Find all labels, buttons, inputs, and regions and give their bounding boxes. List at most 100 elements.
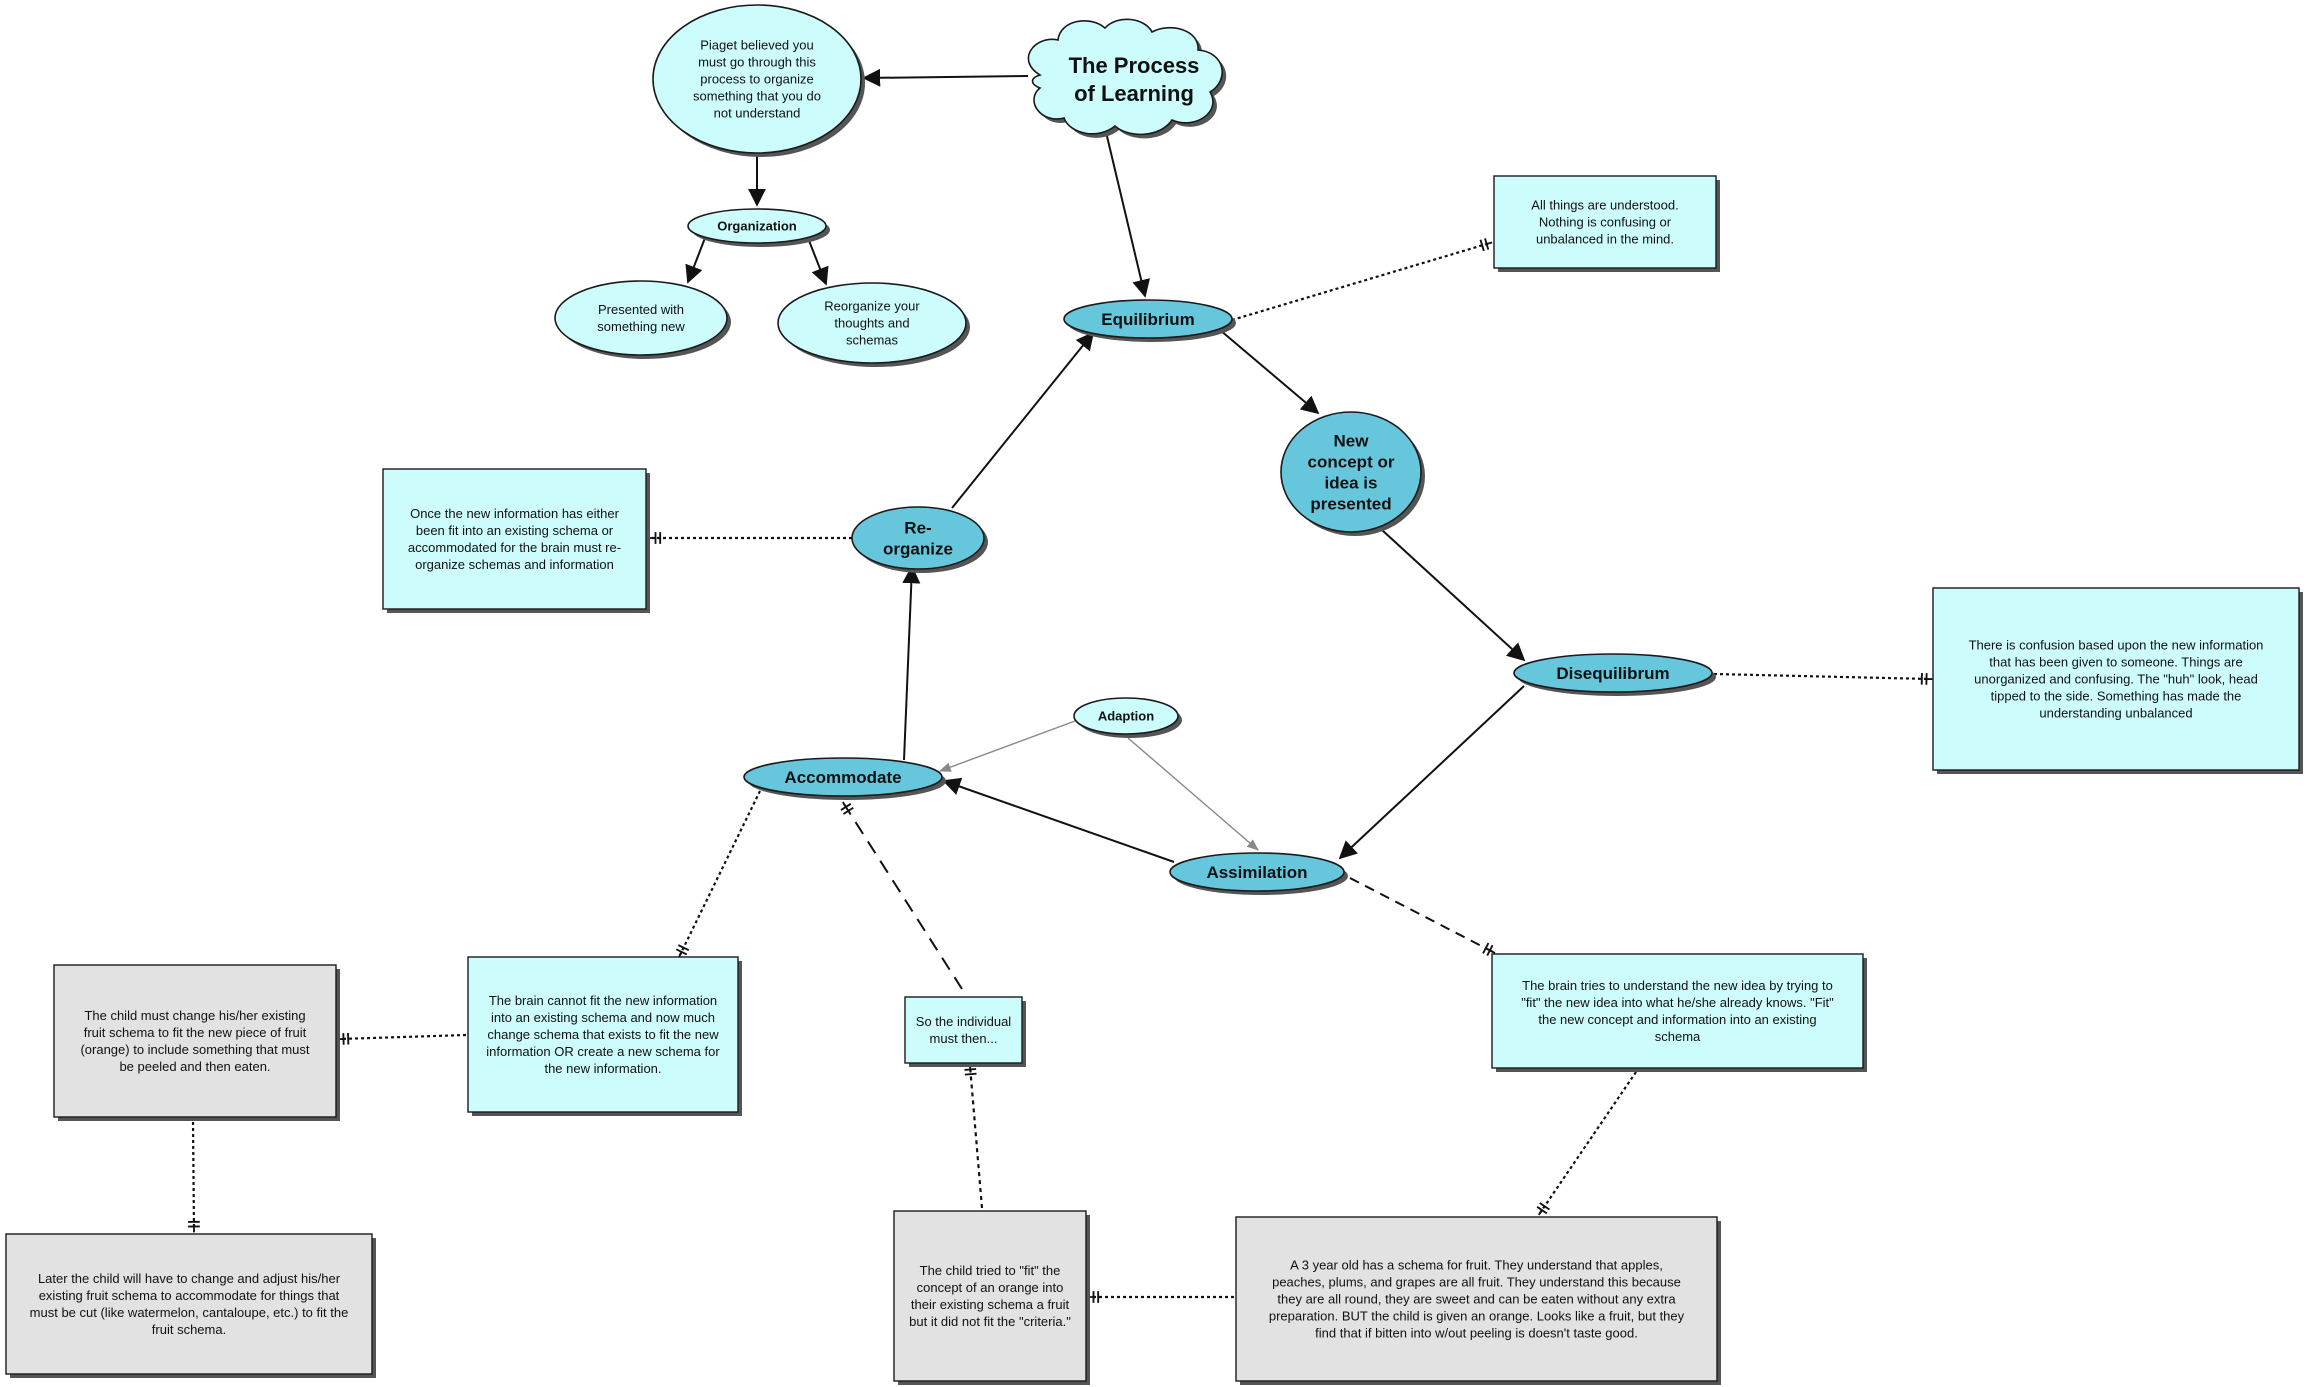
edge-child-must-change-to-later-child [188, 1121, 200, 1233]
edge-equilibrium-to-new-concept [1219, 329, 1320, 415]
all-understood-box-line-1: All things are understood. [1531, 198, 1678, 213]
edge-disequilibrium-to-assimilation [1338, 685, 1525, 860]
piaget-ellipse-line-3: process to organize [700, 72, 813, 87]
brain-cannot-fit-box-line-2: into an existing schema and now much [491, 1010, 715, 1025]
edge-assimilation-to-accommodate [942, 777, 1175, 863]
confusion-box: There is confusion based upon the new in… [1932, 587, 2303, 774]
confusion-box-line-1: There is confusion based upon the new in… [1969, 638, 2264, 653]
three-year-old-box-line-1: A 3 year old has a schema for fruit. The… [1290, 1258, 1663, 1273]
edge-child-tried-to-individual-must [964, 1063, 984, 1209]
edge-reorganize-to-equilibrium [951, 331, 1095, 509]
piaget-ellipse-line-2: must go through this [698, 55, 816, 70]
once-new-info-box-line-3: accommodated for the brain must re- [408, 540, 621, 555]
title-line-2: of Learning [1074, 81, 1194, 106]
piaget-ellipse-line-4: something that you do [693, 89, 821, 104]
adaption-ellipse-line-1: Adaption [1098, 709, 1154, 724]
reorganize-thoughts-ellipse-line-2: thoughts and [834, 316, 909, 331]
once-new-info-box-shape [382, 468, 647, 610]
individual-must-box-shape [904, 996, 1023, 1064]
edge-title-to-equilibrium [1105, 131, 1151, 298]
child-must-change-box-line-3: (orange) to include something that must [80, 1042, 309, 1057]
edge-adaption-to-assimilation [1127, 737, 1259, 851]
accommodate-ellipse: Accommodate [743, 757, 946, 800]
all-understood-box-line-3: unbalanced in the mind. [1536, 232, 1674, 247]
all-understood-box-shape [1493, 175, 1717, 269]
edge-accommodate-to-brain-cannot-fit [675, 790, 761, 958]
confusion-box-shape [1932, 587, 2300, 771]
piaget-ellipse-line-5: not understand [714, 106, 801, 121]
assimilation-ellipse-line-1: Assimilation [1206, 863, 1307, 882]
assimilation-ellipse: Assimilation [1169, 852, 1348, 895]
later-child-box-line-1: Later the child will have to change and … [38, 1271, 341, 1286]
brain-cannot-fit-box: The brain cannot fit the new information… [467, 956, 742, 1116]
title-cloud: The Process of Learning [1027, 18, 1227, 139]
brain-cannot-fit-box-line-5: the new information. [544, 1061, 661, 1076]
confusion-box-line-4: tipped to the side. Something has made t… [1991, 689, 2242, 704]
assimilation-ellipse-shape [1169, 852, 1345, 892]
organization-ellipse-line-1: Organization [717, 219, 797, 234]
confusion-box-line-2: that has been given to someone. Things a… [1989, 655, 2242, 670]
all-understood-box: All things are understood.Nothing is con… [1493, 175, 1720, 272]
edge-brain-tries-to-three-year-old [1536, 1071, 1637, 1216]
connectors [188, 68, 1933, 1303]
brain-tries-box-line-2: "fit" the new idea into what he/she alre… [1521, 995, 1834, 1010]
equilibrium-ellipse-line-1: Equilibrium [1101, 310, 1195, 329]
presented-ellipse-line-2: something new [597, 319, 685, 334]
three-year-old-box-line-5: find that if bitten into w/out peeling i… [1315, 1326, 1638, 1341]
reorganize-ellipse-line-2: organize [883, 540, 953, 559]
adaption-ellipse: Adaption [1073, 697, 1182, 738]
child-must-change-box-line-2: fruit schema to fit the new piece of fru… [84, 1025, 307, 1040]
once-new-info-box-line-2: been fit into an existing schema or [416, 523, 614, 538]
edge-new-concept-to-disequilibrium [1381, 529, 1526, 662]
disequilibrium-ellipse-line-1: Disequilibrum [1556, 664, 1669, 683]
three-year-old-box-shape [1235, 1216, 1718, 1382]
accommodate-ellipse-line-1: Accommodate [784, 768, 901, 787]
three-year-old-box-line-2: peaches, plums, and grapes are all fruit… [1272, 1275, 1681, 1290]
accommodate-ellipse-shape [743, 757, 943, 797]
three-year-old-box-line-4: preparation. BUT the child is given an o… [1269, 1309, 1685, 1324]
edge-organization-to-reorganize-thoughts [807, 237, 829, 286]
organization-ellipse-shape [687, 208, 827, 244]
presented-ellipse-line-1: Presented with [598, 302, 684, 317]
brain-tries-box: The brain tries to understand the new id… [1491, 953, 1867, 1072]
confusion-box-line-5: understanding unbalanced [2039, 706, 2192, 721]
reorganize-thoughts-ellipse-line-1: Reorganize your [824, 299, 920, 314]
brain-cannot-fit-box-line-1: The brain cannot fit the new information [489, 993, 717, 1008]
individual-must-box-line-2: must then... [930, 1031, 998, 1046]
brain-cannot-fit-box-shape [467, 956, 739, 1113]
reorganize-thoughts-ellipse-line-3: schemas [846, 333, 899, 348]
child-tried-box-line-4: but it did not fit the "criteria." [909, 1314, 1071, 1329]
brain-tries-box-line-3: the new concept and information into an … [1538, 1012, 1816, 1027]
edge-individual-must-to-accommodate [840, 801, 963, 990]
new-concept-ellipse-line-2: concept or [1308, 453, 1395, 472]
brain-tries-box-line-1: The brain tries to understand the new id… [1522, 978, 1833, 993]
reorganize-thoughts-ellipse-shape [777, 282, 967, 364]
child-must-change-box-line-4: be peeled and then eaten. [119, 1059, 270, 1074]
disequilibrium-ellipse: Disequilibrum [1513, 653, 1716, 696]
presented-ellipse: Presented with something new [554, 280, 731, 359]
piaget-ellipse-shape [652, 4, 862, 154]
child-must-change-box-shape [53, 964, 337, 1118]
title-line-1: The Process [1069, 53, 1200, 78]
three-year-old-box: A 3 year old has a schema for fruit. The… [1235, 1216, 1721, 1385]
individual-must-box-line-1: So the individual [916, 1014, 1012, 1029]
reorganize-thoughts-ellipse: Reorganize your thoughts and schemas [777, 282, 970, 367]
brain-cannot-fit-box-line-4: information OR create a new schema for [486, 1044, 720, 1059]
individual-must-box: So the individual must then... [904, 996, 1026, 1067]
new-concept-ellipse-line-1: New [1334, 432, 1370, 451]
three-year-old-box-line-3: they are all round, they are sweet and c… [1277, 1292, 1676, 1307]
later-child-box-shape [5, 1233, 373, 1375]
new-concept-ellipse-shape [1280, 411, 1422, 533]
reorganize-ellipse: Re-organize [851, 506, 988, 573]
adaption-ellipse-shape [1073, 697, 1179, 735]
child-tried-box-line-2: concept of an orange into [917, 1280, 1064, 1295]
edge-disequilibrium-to-confusion [1713, 672, 1933, 685]
organization-ellipse: Organization [687, 208, 830, 247]
child-tried-box-line-3: their existing schema a fruit [911, 1297, 1070, 1312]
child-must-change-box-line-1: The child must change his/her existing [84, 1008, 305, 1023]
